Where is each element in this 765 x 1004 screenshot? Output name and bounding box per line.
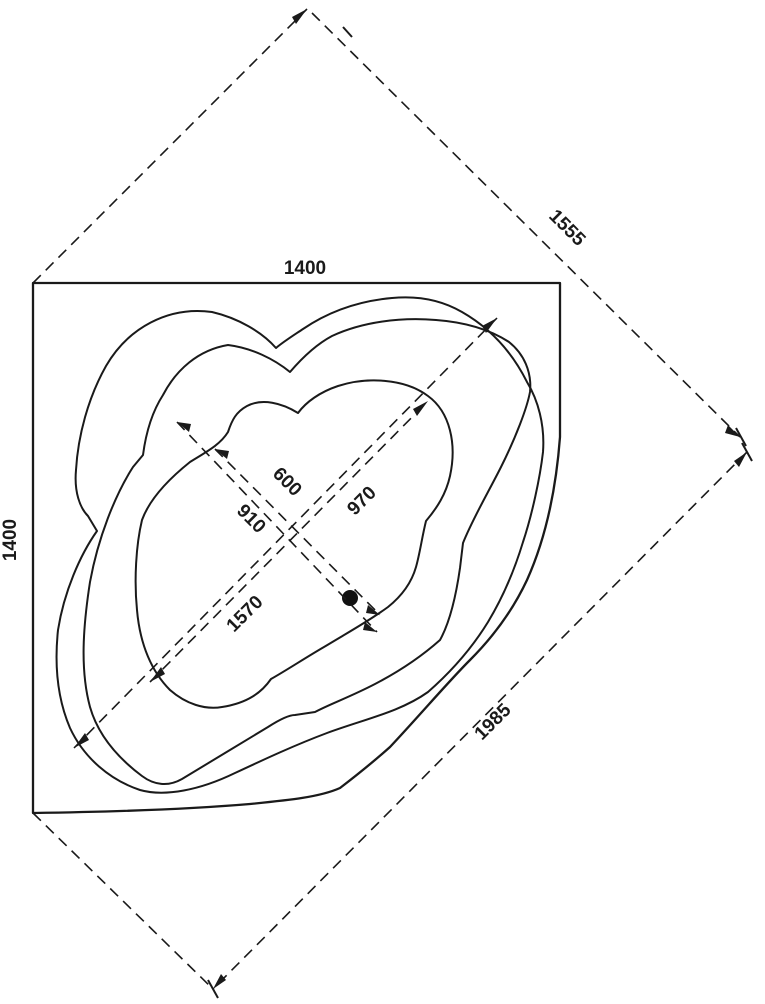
dim-line-1555 xyxy=(311,12,741,438)
panel-outline xyxy=(31,281,562,815)
dim-line-ext-bottomleft xyxy=(32,812,214,990)
dim-label-910: 910 xyxy=(232,500,269,537)
arrowheads xyxy=(74,9,747,989)
tick-right-vertex-upper xyxy=(735,427,747,447)
dim-line-600 xyxy=(214,448,381,616)
dim-label-left-1400: 1400 xyxy=(0,519,21,561)
dim-label-600: 600 xyxy=(268,463,305,500)
drain-dot xyxy=(342,590,358,606)
dim-line-ext-topleft xyxy=(32,8,308,284)
dim-line-970 xyxy=(149,400,429,683)
dim-line-1985 xyxy=(212,451,748,990)
bowl-outline xyxy=(134,379,454,709)
dim-line-1570 xyxy=(73,317,498,749)
dim-label-1555: 1555 xyxy=(545,206,590,251)
rim-outer-edge xyxy=(55,296,545,794)
dim-label-970: 970 xyxy=(343,482,380,519)
rim-inner-edge xyxy=(82,318,532,785)
dim-label-1570: 1570 xyxy=(223,592,268,637)
dim-line-910 xyxy=(176,421,378,633)
tick-top-vertex xyxy=(342,26,353,38)
dim-label-top-1400: 1400 xyxy=(284,258,326,279)
dim-label-1985: 1985 xyxy=(471,699,516,744)
